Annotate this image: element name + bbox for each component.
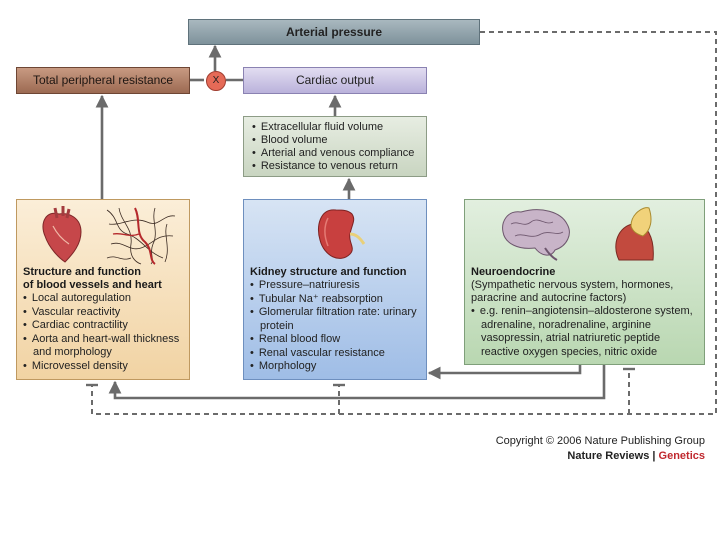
vessel-network-icon [106,207,176,265]
list-item: Vascular reactivity [23,306,183,320]
list-item: Tubular Na⁺ reabsorption [250,293,420,307]
brand-journal: Nature Reviews [567,450,650,462]
vessels-heart-title-1: Structure and function [23,266,141,278]
list-item: Glomerular filtration rate: urinary prot… [250,306,420,333]
arrow-neuro-to-kidney [427,365,582,380]
kidney-title: Kidney structure and function [250,266,407,278]
kidney-box: Kidney structure and function Pressure–n… [243,199,427,380]
kidney-illustration [250,204,420,266]
kidney-icon [318,209,366,259]
publisher-brand: Nature Reviews | Genetics [440,449,705,464]
list-item: Microvessel density [23,360,183,374]
vessels-heart-box: Structure and function of blood vessels … [16,199,190,380]
list-item: Local autoregulation [23,292,183,306]
determinant-item: Resistance to venous return [252,160,418,173]
list-item: Renal vascular resistance [250,347,420,361]
adrenal-gland-icon [615,207,654,261]
list-item: Aorta and heart-wall thickness and morph… [23,333,183,360]
heart-vessels-illustration [23,204,183,266]
total-peripheral-resistance-box: Total peripheral resistance [16,67,190,94]
multiply-node: X [206,71,226,91]
brain-icon [502,209,570,261]
cardiac-output-determinants-box: Extracellular fluid volume Blood volume … [243,116,427,177]
neuroendocrine-illustration [471,204,698,266]
cardiac-output-box: Cardiac output [243,67,427,94]
list-item: Renal blood flow [250,333,420,347]
list-item: Cardiac contractility [23,319,183,333]
brand-separator: | [649,450,659,462]
list-item: Morphology [250,360,420,374]
neuroendocrine-box: Neuroendocrine (Sympathetic nervous syst… [464,199,705,365]
determinant-item: Blood volume [252,134,418,147]
vessels-heart-title-2: of blood vessels and heart [23,279,162,291]
heart-icon [42,206,82,263]
neuroendocrine-list: e.g. renin–angiotensin–aldosterone syste… [471,305,698,359]
neuroendocrine-title: Neuroendocrine [471,266,556,278]
arterial-pressure-box: Arterial pressure [188,19,480,45]
determinant-item: Extracellular fluid volume [252,121,418,134]
arrow-neuro-to-vessels [108,365,606,400]
list-item: e.g. renin–angiotensin–aldosterone syste… [471,305,698,359]
brand-section: Genetics [658,450,705,462]
copyright-notice: Copyright © 2006 Nature Publishing Group [495,435,705,447]
vessels-heart-list: Local autoregulation Vascular reactivity… [23,292,183,373]
determinant-item: Arterial and venous compliance [252,147,418,160]
kidney-list: Pressure–natriuresis Tubular Na⁺ reabsor… [250,279,420,374]
neuroendocrine-subtitle: (Sympathetic nervous system, hormones, p… [471,279,674,304]
dashed-feedback-line [91,31,717,415]
list-item: Pressure–natriuresis [250,279,420,293]
